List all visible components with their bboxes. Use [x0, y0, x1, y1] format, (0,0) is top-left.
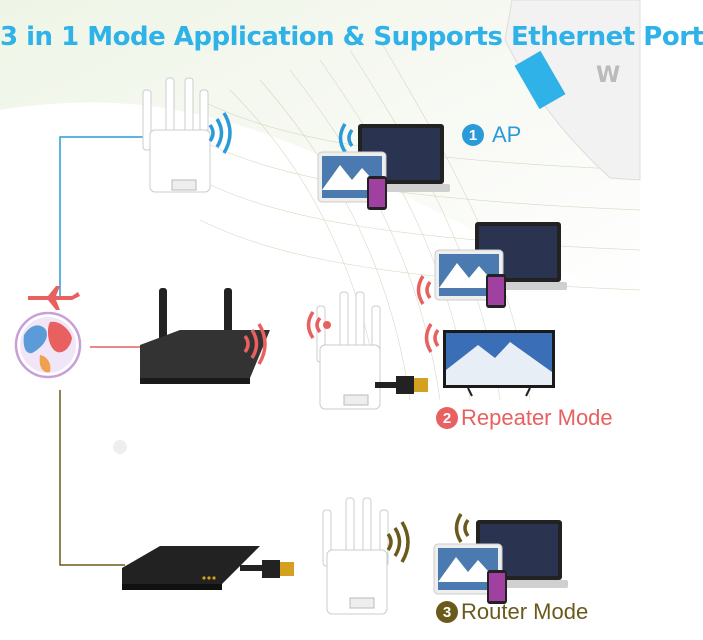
mode-number-badge: 3: [436, 601, 458, 623]
ap-devices: [317, 123, 450, 210]
page-title: 3 in 1 Mode Application & Supports Ether…: [0, 22, 703, 52]
phone-icon: [486, 274, 506, 308]
repeater-devices: [416, 222, 567, 397]
airplane-icon: [28, 286, 80, 310]
repeater-icon: [322, 497, 389, 615]
wifi-signal-icon: [454, 513, 470, 543]
ethernet-cable-icon: [375, 376, 428, 394]
mode-label-ap: 1 AP: [462, 122, 521, 148]
wifi-signal-icon: [243, 323, 267, 365]
svg-text:W: W: [596, 63, 620, 88]
mode-label-text: AP: [492, 122, 522, 147]
repeater-icon: [316, 291, 381, 410]
network-diagram: [14, 77, 568, 615]
repeater-icon: [142, 77, 211, 193]
wifi-signal-icon: [208, 112, 232, 154]
wifi-signal-icon: [338, 123, 354, 153]
modem-icon: [122, 546, 260, 590]
router-icon: [140, 288, 270, 384]
tablet-icon: [434, 249, 504, 301]
mode-label-repeater: 2 Repeater Mode: [436, 405, 613, 431]
mode-label-router: 3 Router Mode: [436, 599, 588, 625]
phone-icon: [367, 176, 387, 210]
wifi-signal-icon: [424, 323, 440, 353]
tv-icon: [443, 330, 555, 397]
mode-label-text: Repeater Mode: [461, 405, 613, 430]
ethernet-cable-icon: [240, 560, 294, 578]
ap-connection-line: [59, 136, 170, 300]
wifi-signal-icon: [306, 311, 331, 339]
product-infographic: W 3 in 1 Mode Application & Supports Eth…: [0, 0, 703, 625]
router-devices: [433, 513, 568, 604]
mode-number-badge: 2: [436, 407, 458, 429]
globe-icon: [14, 311, 82, 379]
product-box-corner: W: [504, 0, 641, 181]
wifi-signal-icon: [416, 275, 432, 305]
router-connection-line: [59, 390, 125, 566]
tablet-icon: [433, 543, 503, 595]
mode-number-badge: 1: [462, 124, 484, 146]
phone-icon: [487, 570, 507, 604]
wifi-signal-icon: [386, 521, 410, 563]
mode-label-text: Router Mode: [461, 599, 589, 624]
